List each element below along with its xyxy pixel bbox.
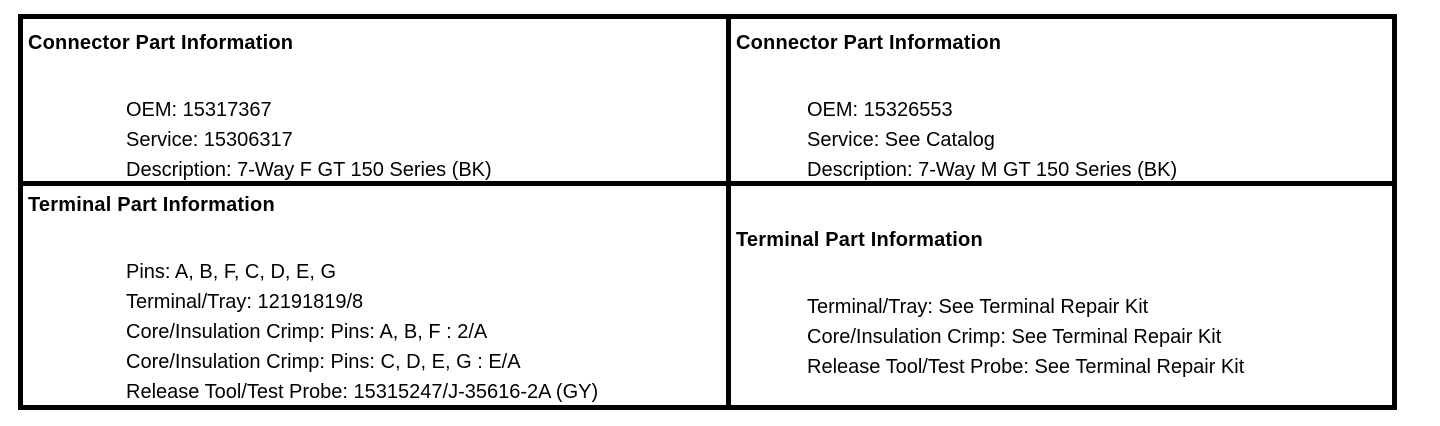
- terminal-part-info-lines: Terminal/Tray: See Terminal Repair Kit C…: [736, 292, 1390, 382]
- terminal-tray-line: Terminal/Tray: See Terminal Repair Kit: [807, 296, 1149, 318]
- service-line: Service: See Catalog: [807, 129, 995, 151]
- spacer: [28, 220, 724, 257]
- terminal-tray-line: Terminal/Tray: 12191819/8: [126, 291, 364, 313]
- terminal-part-info-header: Terminal Part Information: [736, 229, 983, 251]
- connector-part-info-lines: OEM: 15326553 Service: See Catalog Descr…: [736, 95, 1390, 181]
- spacer: [736, 255, 1390, 292]
- description-line: Description: 7-Way F GT 150 Series (BK): [126, 159, 492, 181]
- pins-line: Pins: A, B, F, C, D, E, G: [126, 261, 337, 283]
- release-tool-line: Release Tool/Test Probe: See Terminal Re…: [807, 356, 1245, 378]
- terminal-part-info-lines: Pins: A, B, F, C, D, E, G Terminal/Tray:…: [28, 257, 724, 405]
- connector-part-info-cell-left: Connector Part Information OEM: 15317367…: [23, 19, 726, 181]
- crimp-line: Core/Insulation Crimp: Pins: A, B, F : 2…: [126, 321, 488, 343]
- connector-part-info-header: Connector Part Information: [28, 32, 294, 54]
- oem-line: OEM: 15317367: [126, 99, 272, 121]
- crimp-line: Core/Insulation Crimp: Pins: C, D, E, G …: [126, 351, 521, 373]
- crimp-line: Core/Insulation Crimp: See Terminal Repa…: [807, 326, 1222, 348]
- part-information-table: Connector Part Information OEM: 15317367…: [18, 14, 1397, 410]
- oem-line: OEM: 15326553: [807, 99, 953, 121]
- terminal-part-info-cell-right: Terminal Part Information Terminal/Tray:…: [731, 186, 1392, 405]
- connector-part-info-header: Connector Part Information: [736, 32, 1002, 54]
- spacer: [28, 58, 724, 95]
- terminal-part-info-header: Terminal Part Information: [28, 194, 275, 216]
- spacer: [736, 58, 1390, 95]
- connector-part-info-lines: OEM: 15317367 Service: 15306317 Descript…: [28, 95, 724, 181]
- description-line: Description: 7-Way M GT 150 Series (BK): [807, 159, 1178, 181]
- service-line: Service: 15306317: [126, 129, 293, 151]
- terminal-part-info-cell-left: Terminal Part Information Pins: A, B, F,…: [23, 186, 726, 405]
- release-tool-line: Release Tool/Test Probe: 15315247/J-3561…: [126, 381, 599, 403]
- connector-part-info-cell-right: Connector Part Information OEM: 15326553…: [731, 19, 1392, 181]
